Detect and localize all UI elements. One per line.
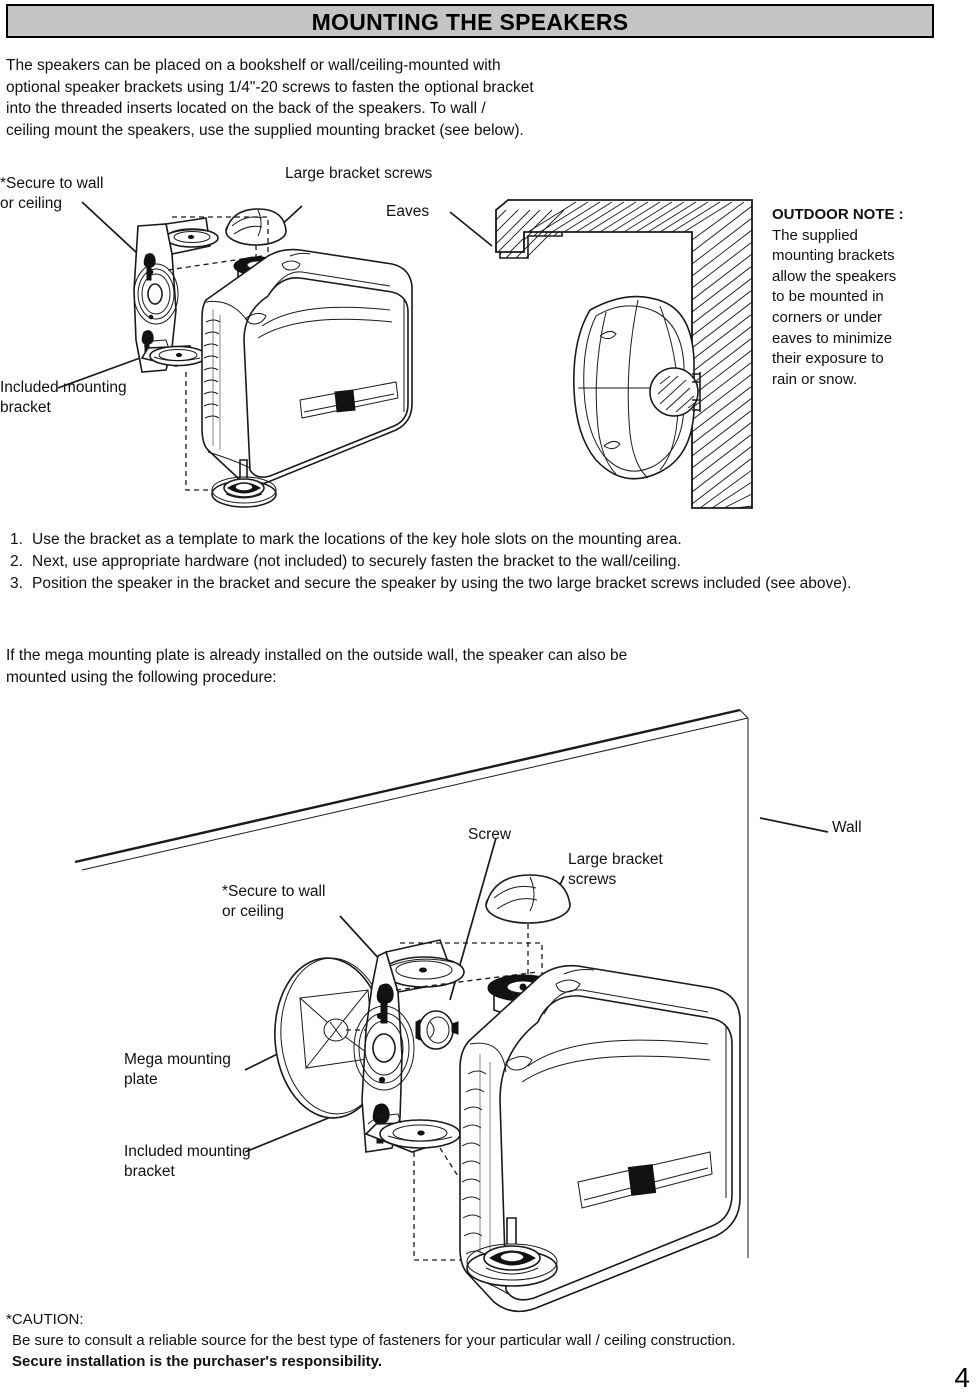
large-bracket-screw-top bbox=[225, 208, 287, 246]
page-number: 4 bbox=[954, 1362, 970, 1393]
caution-body: Be sure to consult a reliable source for… bbox=[12, 1332, 736, 1349]
label-large-bracket-screws-top: Large bracket screws bbox=[285, 165, 433, 182]
outdoor-wall-cutaway bbox=[495, 199, 753, 509]
section-header-bar: MOUNTING THE SPEAKERS bbox=[6, 4, 934, 38]
step-number: 1. bbox=[10, 531, 23, 548]
figure-exploded-bracket-speaker bbox=[0, 160, 976, 520]
caution-title: *CAUTION: bbox=[6, 1311, 84, 1328]
label-included-mounting-bracket-bottom: Included mounting bracket bbox=[124, 1143, 251, 1180]
caution-block: *CAUTION: Be sure to consult a reliable … bbox=[6, 1309, 936, 1372]
step-text: Position the speaker in the bracket and … bbox=[32, 575, 852, 592]
label-eaves: Eaves bbox=[386, 203, 430, 220]
mounting-steps-list: 1. Use the bracket as a template to mark… bbox=[10, 529, 890, 595]
speaker-enclosure-bottom bbox=[459, 964, 741, 1313]
leader-eaves bbox=[449, 211, 493, 247]
large-bracket-screw-bottom bbox=[211, 459, 277, 508]
intro-paragraph: The speakers can be placed on a bookshel… bbox=[6, 57, 534, 139]
screw-small bbox=[415, 1010, 459, 1050]
large-bracket-screw-cap-bottom-fig bbox=[485, 874, 571, 924]
leader-wall bbox=[759, 817, 829, 833]
label-secure-to-wall-bottom: *Secure to wall or ceiling bbox=[222, 883, 326, 920]
step-text: Use the bracket as a template to mark th… bbox=[32, 531, 682, 548]
mega-plate-paragraph: If the mega mounting plate is already in… bbox=[6, 647, 628, 686]
step-number: 2. bbox=[10, 553, 23, 570]
speaker-enclosure-top bbox=[201, 248, 413, 486]
step-text: Next, use appropriate hardware (not incl… bbox=[32, 553, 681, 570]
list-item: 3. Position the speaker in the bracket a… bbox=[10, 573, 890, 595]
label-screw: Screw bbox=[468, 826, 512, 843]
list-item: 1. Use the bracket as a template to mark… bbox=[10, 529, 890, 551]
leader-secure-to-wall-bottom bbox=[339, 915, 383, 963]
figure-mega-plate-mounting bbox=[0, 700, 976, 1313]
step-number: 3. bbox=[10, 575, 23, 592]
mounting-bracket-bottom bbox=[353, 939, 465, 1153]
large-bracket-screw-bottom-fig bbox=[466, 1217, 558, 1287]
speaker-mounted-side-view bbox=[573, 295, 701, 480]
label-included-mounting-bracket-top: Included mounting bracket bbox=[0, 379, 127, 416]
page-title: MOUNTING THE SPEAKERS bbox=[311, 9, 629, 35]
wall-panel bbox=[74, 708, 749, 1258]
outdoor-note-body: The supplied mounting brackets allow the… bbox=[772, 226, 897, 388]
caution-bold-line: Secure installation is the purchaser's r… bbox=[12, 1353, 383, 1370]
label-mega-mounting-plate: Mega mounting plate bbox=[124, 1051, 231, 1088]
label-wall: Wall bbox=[832, 819, 862, 836]
outdoor-note-title: OUTDOOR NOTE : bbox=[772, 206, 904, 223]
list-item: 2. Next, use appropriate hardware (not i… bbox=[10, 551, 890, 573]
label-secure-to-wall-top: *Secure to wall or ceiling bbox=[0, 175, 104, 212]
outdoor-note: OUTDOOR NOTE : The supplied mounting bra… bbox=[772, 205, 972, 390]
mounting-bracket-top bbox=[133, 217, 219, 373]
leader-included-bracket bbox=[57, 357, 141, 389]
label-large-bracket-screws-bottom: Large bracket screws bbox=[568, 851, 663, 888]
